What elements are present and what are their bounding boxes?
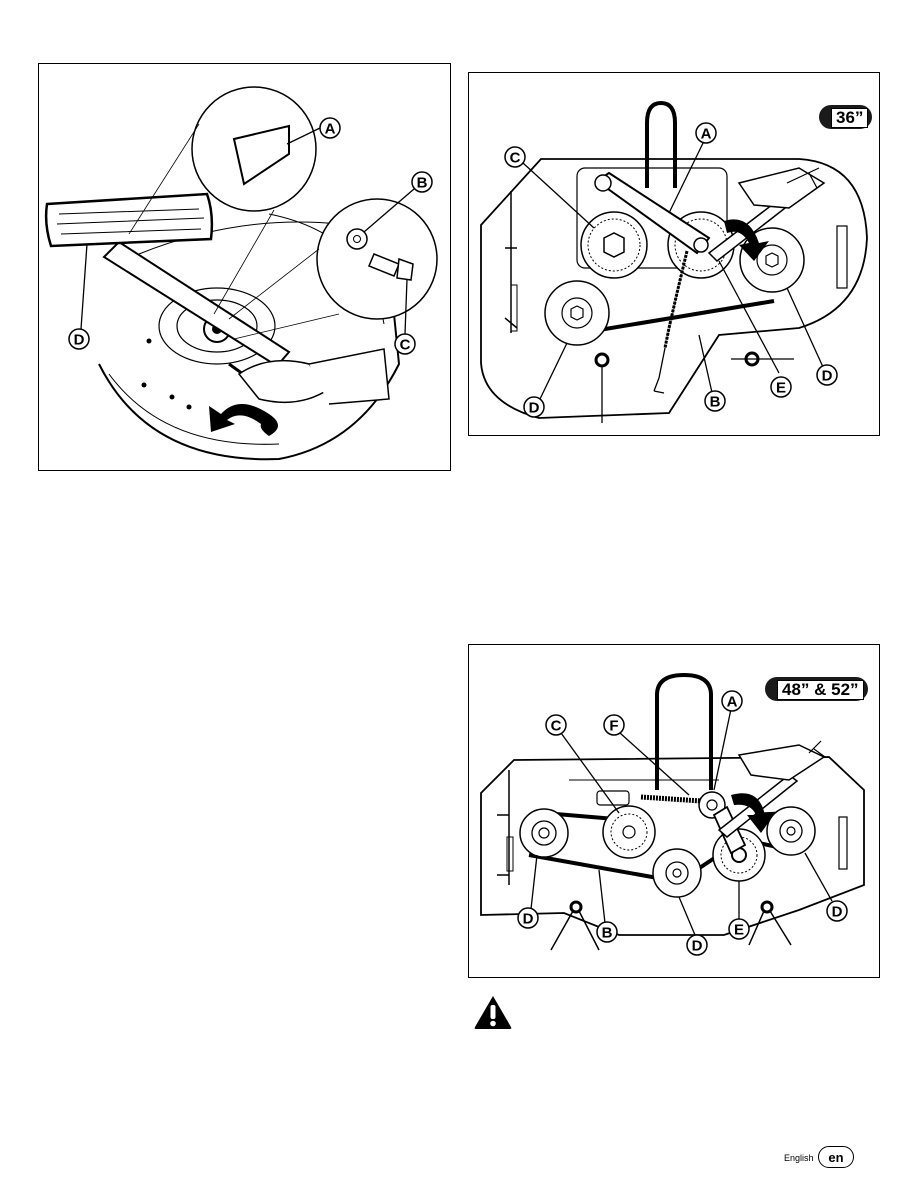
callout-a: A <box>695 122 717 144</box>
callout-c: C <box>394 333 416 355</box>
svg-text:B: B <box>602 925 613 942</box>
callout-d-left: D <box>517 907 539 929</box>
deck-48-52-illustration: C F A D B D E D <box>480 672 865 956</box>
svg-text:E: E <box>734 922 744 939</box>
callout-d: D <box>68 328 90 350</box>
callout-f: F <box>603 714 625 736</box>
footer-language-code: en <box>818 1146 854 1168</box>
svg-text:D: D <box>822 368 833 385</box>
callout-c: C <box>545 714 567 736</box>
callout-b: B <box>411 171 433 193</box>
callout-e: E <box>770 376 792 398</box>
deck-size-badge: 36” <box>819 105 873 129</box>
callout-e: E <box>728 918 750 940</box>
callout-b: B <box>596 921 618 943</box>
deck-size-label: 48” & 52” <box>777 680 864 700</box>
svg-text:A: A <box>701 126 712 143</box>
callout-c: C <box>504 146 526 168</box>
svg-text:D: D <box>529 400 540 417</box>
figure-blade-removal: A B C D <box>38 63 451 471</box>
deck-size-label: 36” <box>831 108 869 128</box>
deck-36-illustration: C A D E B D <box>480 100 868 423</box>
callout-b: B <box>704 390 726 412</box>
svg-text:B: B <box>710 394 721 411</box>
warning-triangle-icon <box>473 994 513 1030</box>
callout-d-center: D <box>686 934 708 956</box>
svg-text:A: A <box>727 694 738 711</box>
svg-text:D: D <box>692 938 703 955</box>
footer-language-label: English <box>784 1153 814 1163</box>
figure-48-52-deck-belt: C F A D B D E D 48” & 52 <box>468 644 880 978</box>
callout-d-left: D <box>523 396 545 418</box>
deck-size-badge: 48” & 52” <box>765 677 868 701</box>
svg-text:D: D <box>832 904 843 921</box>
svg-text:C: C <box>551 718 562 735</box>
svg-text:D: D <box>523 911 534 928</box>
callout-d-right: D <box>826 900 848 922</box>
svg-text:E: E <box>776 380 786 397</box>
svg-text:D: D <box>74 332 85 349</box>
svg-text:C: C <box>510 150 521 167</box>
callout-a: A <box>319 117 341 139</box>
callout-a: A <box>721 690 743 712</box>
svg-text:A: A <box>325 121 336 138</box>
svg-text:B: B <box>417 175 428 192</box>
svg-text:F: F <box>609 718 618 735</box>
figure-36-deck-belt: C A D E B D 36” <box>468 72 880 436</box>
callout-d-right: D <box>816 364 838 386</box>
svg-text:C: C <box>400 337 411 354</box>
blade-removal-illustration: A B C D <box>44 86 438 461</box>
